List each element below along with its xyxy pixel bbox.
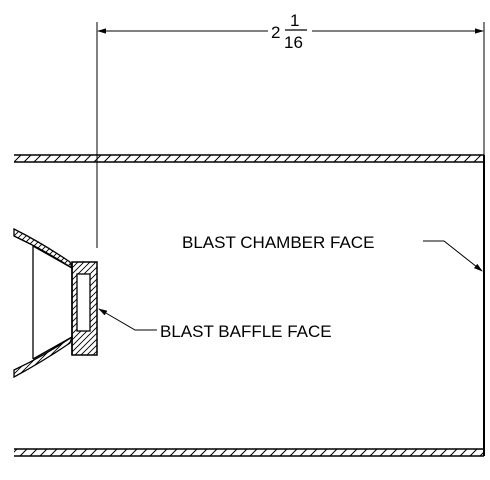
bottom-tube-wall (14, 448, 484, 457)
dimension-numerator: 1 (290, 11, 299, 30)
blast-baffle-face-callout: BLAST BAFFLE FACE (98, 308, 332, 341)
top-tube-wall (14, 154, 484, 163)
blast-chamber-face-callout: BLAST CHAMBER FACE (182, 233, 483, 272)
dimension-whole: 2 (271, 23, 280, 42)
blast-baffle (13, 227, 98, 379)
blast-chamber-face-label: BLAST CHAMBER FACE (182, 233, 374, 252)
dimension: 2 1 16 (96, 11, 485, 248)
dimension-denominator: 16 (284, 33, 303, 52)
blast-baffle-face-label: BLAST BAFFLE FACE (160, 322, 332, 341)
